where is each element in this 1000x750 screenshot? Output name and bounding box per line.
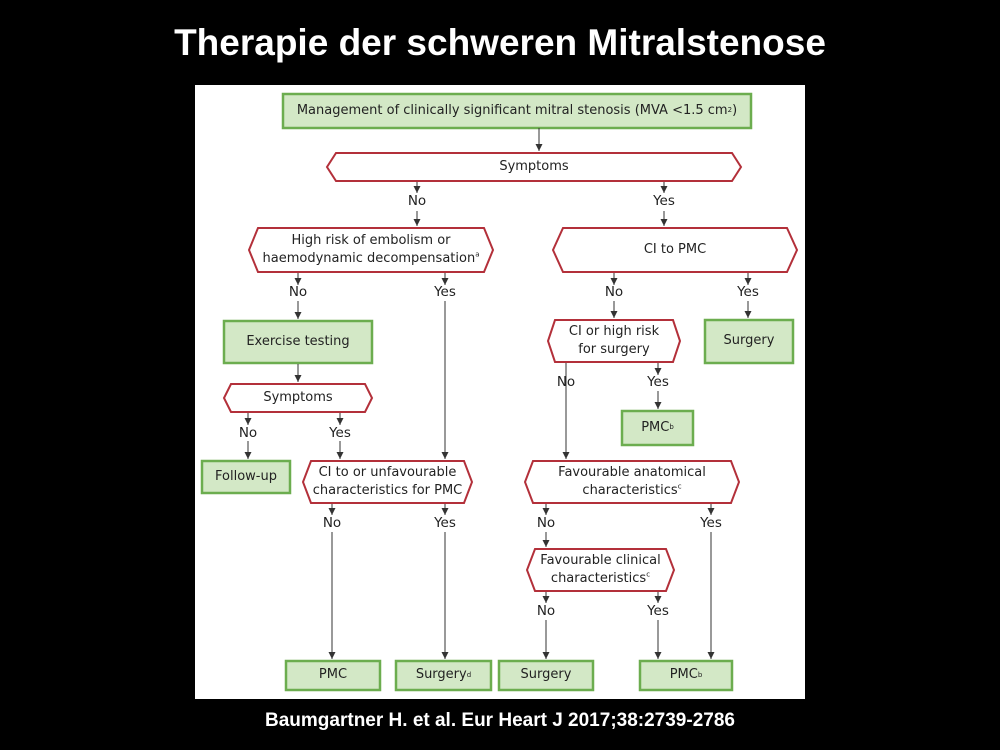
ci-surgery-line2: for surgery <box>578 342 650 357</box>
ci-surgery-line1: CI or high risk <box>568 323 660 339</box>
no-label: No <box>322 515 342 531</box>
ci-pmc-text: CI to PMC <box>643 241 707 257</box>
yes-label: Yes <box>647 374 669 390</box>
ci-pmc-shape <box>551 227 799 273</box>
yes-label: Yes <box>647 603 669 619</box>
favourable-clinical-box: Favourable clinical characteristicsc <box>527 549 674 591</box>
ci-unfavourable-shape <box>301 460 474 504</box>
surgery-right-text: Surgery <box>723 333 775 349</box>
favourable-anatomical-line2: characteristics <box>582 483 678 498</box>
pmc-bottom-box: PMC <box>286 661 380 690</box>
exercise-text: Exercise testing <box>246 333 350 349</box>
slide-title: Therapie der schweren Mitralstenose <box>174 22 826 63</box>
surgery-d-sup: d <box>466 670 472 679</box>
surgery-bottom-box-shape <box>497 659 595 692</box>
root-suffix: ) <box>732 102 738 118</box>
favourable-anatomical-box: Favourable anatomical characteristicsc <box>525 461 739 503</box>
high-risk-box: High risk of embolism or haemodynamic dec… <box>249 228 493 272</box>
root-box-shape <box>281 92 753 130</box>
symptoms-exercise-box: Symptoms <box>224 384 372 412</box>
root-text: Management of clinically significant mit… <box>296 102 728 118</box>
flowchart-panel: Management of clinically significant mit… <box>195 85 805 699</box>
pmc-bottom-text: PMC <box>318 667 348 683</box>
pmc-b-bottom-text: PMC <box>669 667 698 683</box>
yes-label: Yes <box>329 425 351 441</box>
exercise-box: Exercise testing <box>224 321 372 363</box>
symptoms-exercise-text: Symptoms <box>263 389 333 405</box>
high-risk-line2: haemodynamic decompensation <box>262 251 476 266</box>
connector-layer <box>200 92 799 692</box>
follow-up-box: Follow-up <box>202 461 290 493</box>
surgery-right-box-shape <box>703 318 795 365</box>
yes-label: Yes <box>653 193 675 209</box>
no-label: No <box>238 425 258 441</box>
symptoms-top-shape <box>325 152 743 182</box>
surgery-d-box-shape <box>394 659 493 692</box>
ci-pmc-box: CI to PMC <box>553 228 797 272</box>
root-sup: 2 <box>727 106 733 115</box>
favourable-anatomical-line1: Favourable anatomical <box>558 464 706 480</box>
symptoms-top-text: Symptoms <box>499 158 569 174</box>
favourable-clinical-shape <box>525 548 676 592</box>
surgery-d-text: Surgery <box>415 667 467 683</box>
ci-unfavourable-line2: characteristics for PMC <box>312 483 463 498</box>
exercise-box-shape <box>222 319 374 365</box>
follow-up-text: Follow-up <box>215 468 277 484</box>
root-box: Management of clinically significant mit… <box>283 94 751 128</box>
favourable-clinical-line2: characteristics <box>550 571 647 586</box>
no-label: No <box>536 515 556 531</box>
pmc-mid-box-shape <box>620 409 695 447</box>
yes-label: Yes <box>737 284 759 300</box>
surgery-right-box: Surgery <box>705 320 793 363</box>
pmc-b-bottom-box-shape <box>638 659 734 692</box>
pmc-b-bottom-sup: b <box>697 670 703 679</box>
symptoms-exercise-shape <box>222 383 374 413</box>
favourable-anatomical-shape <box>523 460 741 504</box>
no-label: No <box>556 374 576 390</box>
yes-label: Yes <box>434 284 456 300</box>
symptoms-top-box: Symptoms <box>327 153 741 181</box>
high-risk-line1: High risk of embolism or <box>291 232 451 248</box>
high-risk-sup: a <box>475 250 480 259</box>
ci-surgery-shape <box>546 319 682 363</box>
favourable-clinical-line1: Favourable clinical <box>540 552 661 568</box>
ci-surgery-box: CI or high risk for surgery <box>548 320 680 362</box>
no-label: No <box>604 284 624 300</box>
ci-unfavourable-box: CI to or unfavourable characteristics for… <box>303 461 472 503</box>
pmc-bottom-box-shape <box>284 659 382 692</box>
pmc-mid-sup: b <box>669 423 674 432</box>
favourable-anatomical-sup: c <box>677 482 682 491</box>
ci-unfavourable-line1: CI to or unfavourable <box>318 464 457 480</box>
favourable-clinical-sup: c <box>646 570 651 579</box>
no-label: No <box>536 603 556 619</box>
no-label: No <box>407 193 427 209</box>
yes-label: Yes <box>700 515 722 531</box>
surgery-bottom-box: Surgery <box>499 661 593 690</box>
high-risk-shape <box>247 227 495 273</box>
follow-up-box-shape <box>200 459 292 495</box>
no-label: No <box>288 284 308 300</box>
yes-label: Yes <box>434 515 456 531</box>
surgery-bottom-text: Surgery <box>520 667 572 683</box>
pmc-mid-text: PMC <box>641 419 670 435</box>
citation: Baumgartner H. et al. Eur Heart J 2017;3… <box>265 710 735 731</box>
